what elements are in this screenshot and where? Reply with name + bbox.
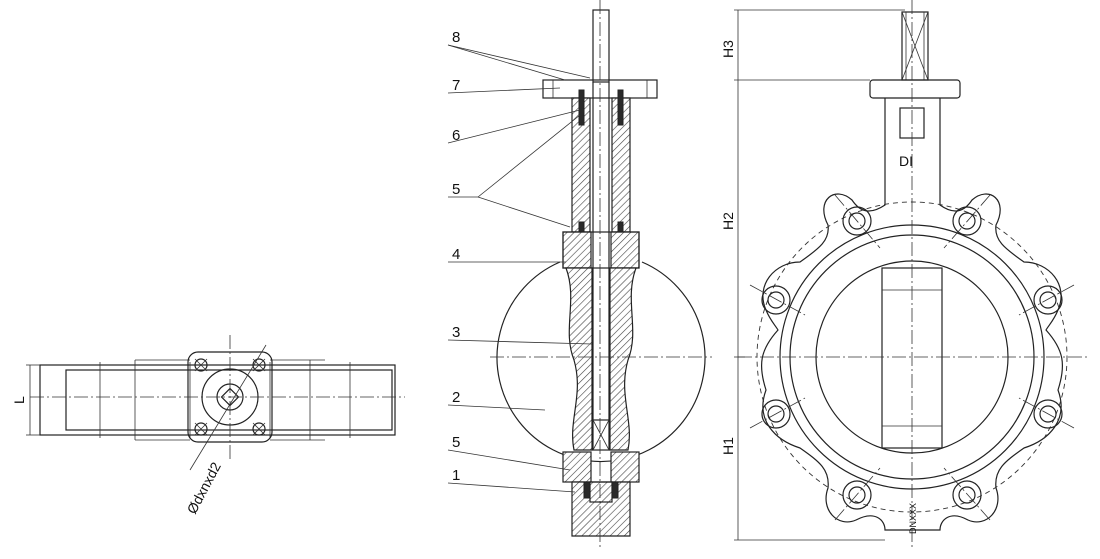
bushing xyxy=(578,89,585,126)
upper-hub-left xyxy=(562,231,592,269)
bushing xyxy=(617,89,624,126)
body-right xyxy=(609,267,637,451)
dim-H1: H1 xyxy=(720,437,736,455)
dim-bolt-holes: Ødxnxd2 xyxy=(184,459,225,516)
callout-2: 2 xyxy=(452,389,460,406)
bottom-cap xyxy=(571,481,631,537)
lug-body-outline xyxy=(760,193,1064,531)
callout-4: 4 xyxy=(452,246,460,263)
callout-7: 7 xyxy=(452,77,460,94)
top-view-body-outline xyxy=(39,364,396,436)
dim-H3: H3 xyxy=(720,40,736,58)
callout-3: 3 xyxy=(452,324,460,341)
dim-H2: H2 xyxy=(720,212,736,230)
callout-1: 1 xyxy=(452,467,460,484)
front-view: DI xyxy=(720,0,1090,548)
dim-DI: DI xyxy=(899,153,913,169)
top-view: L Ødxnxd2 xyxy=(11,335,405,516)
callout-8: 8 xyxy=(452,29,460,46)
stem-top xyxy=(592,9,610,83)
lower-hub-right xyxy=(610,451,640,483)
callout-5-lower: 5 xyxy=(452,434,460,451)
upper-hub-right xyxy=(610,231,640,269)
callout-6: 6 xyxy=(452,127,460,144)
bolt-hole xyxy=(252,422,266,436)
bolt-hole xyxy=(194,358,208,372)
bolt-hole xyxy=(252,358,266,372)
lug-holes xyxy=(761,206,1063,510)
front-top-flange xyxy=(869,79,961,99)
dim-DN: DNXXX xyxy=(908,503,918,534)
dim-L: L xyxy=(11,396,27,404)
body-left xyxy=(565,267,593,451)
bolt-hole xyxy=(194,422,208,436)
section-view: 8 7 6 5 4 3 2 5 1 xyxy=(447,0,712,548)
lower-hub-left xyxy=(562,451,592,483)
top-view-inner-outline xyxy=(65,369,393,431)
callout-5-upper: 5 xyxy=(452,181,460,198)
disc-profile xyxy=(496,261,706,463)
